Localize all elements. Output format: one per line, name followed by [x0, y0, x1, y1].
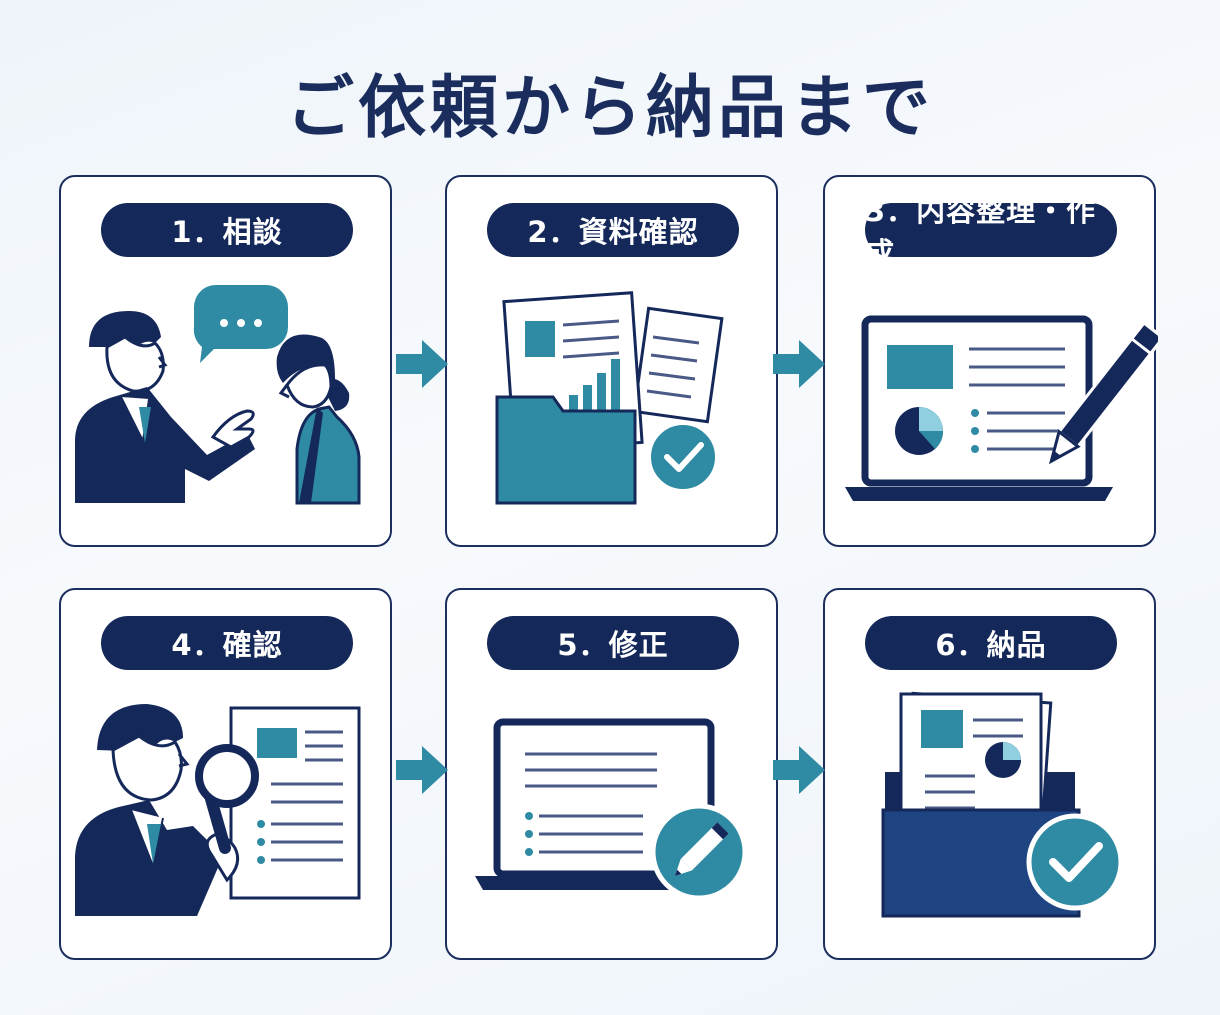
- step-label-2: 2．資料確認: [487, 203, 739, 257]
- arrow-right-icon: [773, 746, 825, 794]
- step-label-1: 1．相談: [101, 203, 353, 257]
- arrow-right-icon: [396, 746, 448, 794]
- step-card-4: 4．確認: [59, 588, 392, 960]
- step-label-4: 4．確認: [101, 616, 353, 670]
- inspection-icon: [75, 704, 361, 916]
- laptop-edit-icon: [845, 315, 1158, 501]
- step-label-5: 5．修正: [487, 616, 739, 670]
- step-label-6: 6．納品: [865, 616, 1117, 670]
- step-card-1: 1．相談: [59, 175, 392, 547]
- arrow-right-icon: [396, 340, 448, 388]
- step-card-3: 3．内容整理・作成: [823, 175, 1158, 547]
- arrow-right-icon: [773, 340, 825, 388]
- delivery-icon: [881, 691, 1124, 918]
- step-card-6: 6．納品: [823, 588, 1156, 960]
- page-title: ご依頼から納品まで: [285, 69, 934, 148]
- revision-icon: [475, 718, 748, 901]
- step-label-3: 3．内容整理・作成: [865, 194, 1117, 270]
- document-review-icon: [495, 291, 724, 505]
- step-card-5: 5．修正: [445, 588, 778, 960]
- consultation-icon: [75, 285, 361, 505]
- step-card-2: 2．資料確認: [445, 175, 778, 547]
